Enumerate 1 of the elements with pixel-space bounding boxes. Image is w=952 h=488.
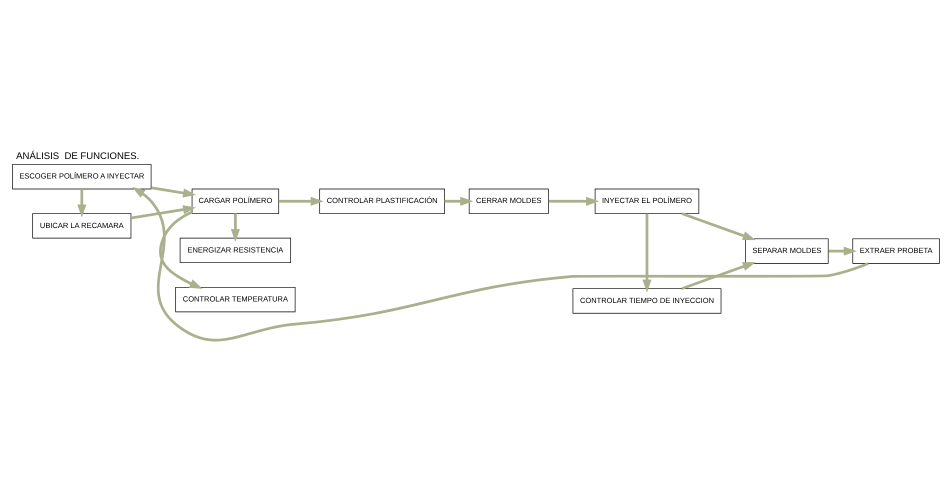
diagram-title: ANÁLISIS DE FUNCIONES.: [16, 150, 140, 162]
